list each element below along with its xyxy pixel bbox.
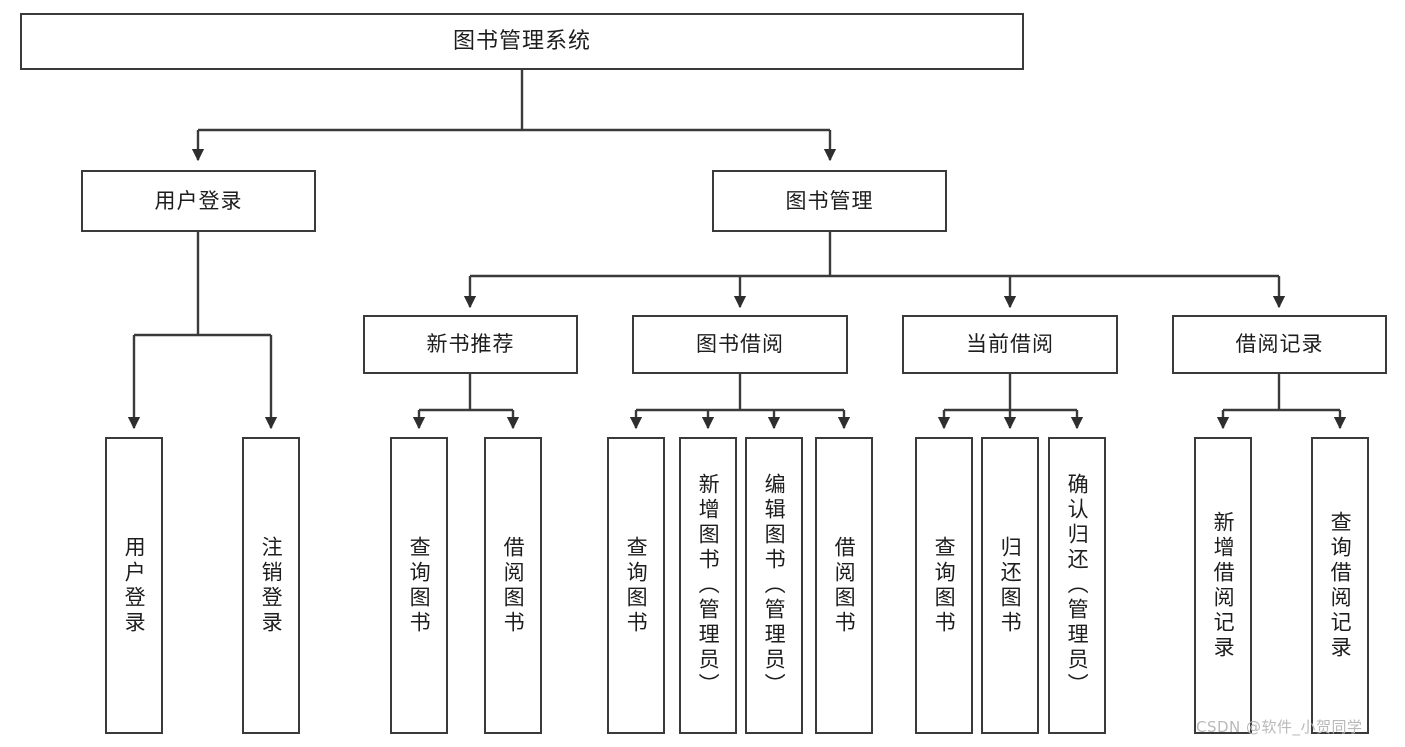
node-book-management-label: 图书管理: [785, 188, 874, 213]
node-leaf-query-book-3-label: 查询图书: [932, 535, 957, 636]
node-leaf-logout-login-label: 注销登录: [259, 535, 284, 636]
node-book-management[interactable]: 图书管理: [712, 170, 947, 232]
node-current-borrow-label: 当前借阅: [966, 332, 1054, 357]
node-leaf-borrow-book-2[interactable]: 借阅图书: [815, 437, 873, 734]
node-leaf-return-book-label: 归还图书: [998, 535, 1023, 636]
node-leaf-add-book[interactable]: 新增图书（管理员）: [679, 437, 737, 734]
node-leaf-add-record-label: 新增借阅记录: [1211, 510, 1236, 661]
node-leaf-query-book-2[interactable]: 查询图书: [607, 437, 665, 734]
node-leaf-query-record-label: 查询借阅记录: [1328, 510, 1353, 661]
node-new-book-recommend-label: 新书推荐: [426, 332, 515, 357]
node-new-book-recommend[interactable]: 新书推荐: [363, 315, 578, 374]
node-book-borrow[interactable]: 图书借阅: [632, 315, 848, 374]
node-leaf-query-book-1-label: 查询图书: [407, 535, 432, 636]
node-leaf-edit-book[interactable]: 编辑图书（管理员）: [745, 437, 803, 734]
node-leaf-query-book-1[interactable]: 查询图书: [390, 437, 448, 734]
node-leaf-user-login[interactable]: 用户登录: [105, 437, 163, 734]
node-leaf-query-book-2-label: 查询图书: [624, 535, 649, 636]
node-leaf-borrow-book-1[interactable]: 借阅图书: [484, 437, 542, 734]
node-leaf-edit-book-label: 编辑图书（管理员）: [762, 473, 787, 698]
node-leaf-borrow-book-1-label: 借阅图书: [501, 535, 526, 636]
node-leaf-return-book[interactable]: 归还图书: [981, 437, 1039, 734]
node-leaf-add-book-label: 新增图书（管理员）: [696, 473, 721, 698]
node-leaf-logout-login[interactable]: 注销登录: [242, 437, 300, 734]
node-current-borrow[interactable]: 当前借阅: [902, 315, 1118, 374]
node-book-borrow-label: 图书借阅: [696, 332, 784, 357]
node-user-login-label: 用户登录: [154, 188, 243, 213]
node-borrow-record[interactable]: 借阅记录: [1172, 315, 1387, 374]
node-leaf-query-book-3[interactable]: 查询图书: [915, 437, 973, 734]
node-leaf-confirm-return[interactable]: 确认归还（管理员）: [1048, 437, 1106, 734]
node-leaf-borrow-book-2-label: 借阅图书: [832, 535, 857, 636]
node-borrow-record-label: 借阅记录: [1235, 332, 1324, 357]
node-leaf-add-record[interactable]: 新增借阅记录: [1194, 437, 1252, 734]
node-leaf-confirm-return-label: 确认归还（管理员）: [1065, 473, 1090, 698]
node-root-label: 图书管理系统: [452, 28, 591, 54]
node-leaf-query-record[interactable]: 查询借阅记录: [1311, 437, 1369, 734]
node-leaf-user-login-label: 用户登录: [122, 535, 147, 636]
node-root[interactable]: 图书管理系统: [20, 13, 1024, 70]
node-user-login[interactable]: 用户登录: [81, 170, 316, 232]
